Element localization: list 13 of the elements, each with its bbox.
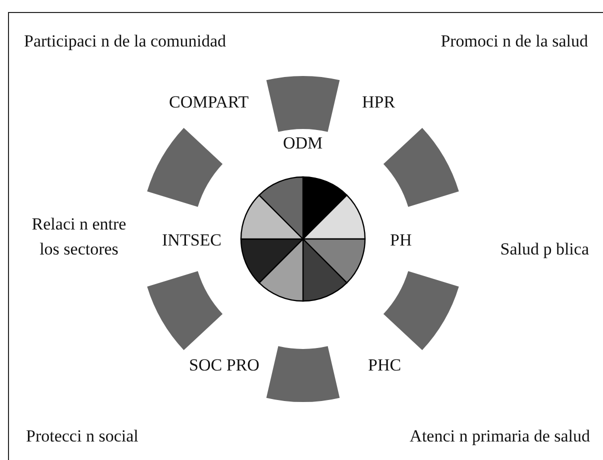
segment-label: Relaci n entre los sectores (30, 213, 128, 260)
segment-label: INTSEC (162, 229, 222, 252)
segment-label: PH (390, 229, 412, 252)
segment-label: Salud p blica (500, 238, 589, 260)
segment-label: ODM (283, 132, 323, 154)
segment-label: PHC (368, 354, 402, 376)
segment-label: HPR (362, 91, 396, 114)
segment-label: Promoci n de la salud (440, 30, 588, 52)
segment-label: COMPART (169, 91, 249, 114)
segment-label: Protecci n social (26, 425, 138, 448)
segment-label: Atenci n primaria de salud (410, 425, 590, 448)
segment-label: SOC PRO (189, 354, 260, 376)
segment-label: Participaci n de la comunidad (24, 30, 226, 52)
